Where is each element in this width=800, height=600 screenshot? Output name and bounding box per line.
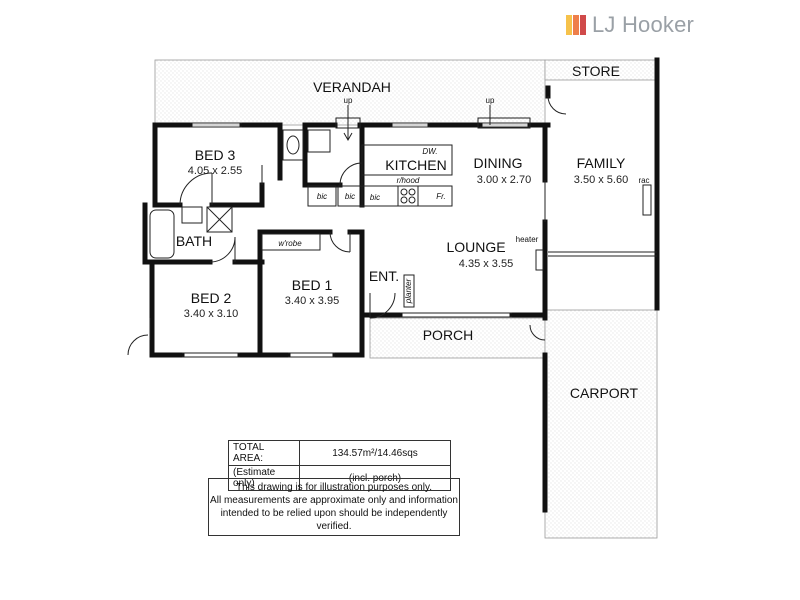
- disclaimer-line-1: This drawing is for illustration purpose…: [235, 482, 432, 493]
- bed2-size: 3.40 x 3.10: [184, 308, 238, 320]
- dining-size: 3.00 x 2.70: [477, 174, 531, 186]
- dining-label: DINING: [474, 155, 523, 171]
- heater-label: heater: [516, 235, 539, 244]
- bed3-label: BED 3: [195, 147, 236, 163]
- brand-logo: LJ Hooker: [566, 12, 694, 38]
- rangehood-label: r/hood: [397, 176, 420, 185]
- planter-label: planter: [404, 278, 413, 304]
- disclaimer-line-2: All measurements are approximate only an…: [210, 495, 458, 506]
- carport-label: CARPORT: [570, 385, 639, 401]
- bic-label-3: bic: [370, 193, 380, 202]
- total-area-value: 134.57m²/14.46sqs: [299, 440, 451, 466]
- store-label: STORE: [572, 63, 620, 79]
- logo-bar-red: [580, 15, 586, 35]
- brand-logo-icon: [566, 15, 586, 35]
- total-area-label: TOTAL AREA:: [228, 440, 300, 466]
- lounge-size: 4.35 x 3.55: [459, 258, 513, 270]
- verandah-label: VERANDAH: [313, 79, 391, 95]
- logo-bar-orange: [573, 15, 579, 35]
- bic-label-1: bic: [317, 192, 327, 201]
- stairs-up-label-right: up: [486, 96, 495, 105]
- bed1-label: BED 1: [292, 277, 333, 293]
- rack-label: rac: [638, 176, 649, 185]
- porch-label: PORCH: [423, 327, 474, 343]
- porch-area: [369, 317, 546, 359]
- disclaimer-box: This drawing is for illustration purpose…: [208, 478, 460, 536]
- fridge-label: Fr.: [436, 192, 445, 201]
- stairs-up-label-left: up: [344, 96, 353, 105]
- logo-bar-yellow: [566, 15, 572, 35]
- entry-label: ENT.: [369, 268, 399, 284]
- dishwasher-label: DW.: [422, 147, 437, 156]
- bed2-label: BED 2: [191, 290, 232, 306]
- bic-label-2: bic: [345, 192, 355, 201]
- disclaimer-line-3: intended to be relied upon should be ind…: [220, 508, 448, 532]
- bed3-size: 4.05 x 2.55: [188, 165, 242, 177]
- brand-name: LJ Hooker: [592, 12, 695, 37]
- verandah-area: [154, 59, 546, 126]
- lounge-label: LOUNGE: [446, 239, 505, 255]
- wardrobe-label: w'robe: [278, 239, 302, 248]
- carport-area: [544, 309, 658, 539]
- walls: [142, 57, 660, 513]
- bed1-size: 3.40 x 3.95: [285, 295, 339, 307]
- family-label: FAMILY: [577, 155, 626, 171]
- family-size: 3.50 x 5.60: [574, 174, 628, 186]
- kitchen-label: KITCHEN: [385, 157, 446, 173]
- fixture-lines: [127, 95, 657, 358]
- bath-label: BATH: [176, 233, 212, 249]
- area-row: TOTAL AREA: 134.57m²/14.46sqs: [228, 440, 451, 466]
